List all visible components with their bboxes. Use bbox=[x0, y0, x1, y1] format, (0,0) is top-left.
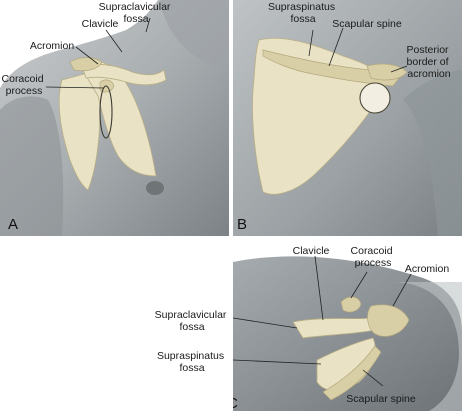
leader-coracoid bbox=[350, 271, 368, 299]
panel-c-illustration: Clavicle Coracoid process Acromion Scapu… bbox=[233, 245, 462, 411]
label-posterior-border-acromion: Posterior border of acromion bbox=[407, 44, 452, 80]
leader-supraspinatus bbox=[308, 29, 314, 57]
label-scapular-spine: Scapular spine bbox=[332, 18, 402, 30]
neck-shadow bbox=[160, 0, 229, 70]
leader-posterior-border bbox=[390, 65, 408, 73]
leader-supraclavicular bbox=[145, 17, 151, 33]
clavicle-bone bbox=[81, 64, 167, 86]
leader-spine bbox=[328, 27, 344, 67]
leader-supraspinatus bbox=[233, 359, 322, 365]
arm-contour bbox=[403, 70, 462, 236]
leader-clavicle bbox=[105, 29, 123, 53]
nipple bbox=[146, 181, 164, 195]
leader-acromion bbox=[392, 273, 412, 307]
arm-skin bbox=[0, 96, 64, 236]
leader-spine bbox=[362, 369, 384, 387]
label-coracoid-process: Coracoid process bbox=[2, 73, 47, 97]
shoulder-cap bbox=[393, 282, 462, 411]
leader-supraclavicular bbox=[233, 317, 298, 329]
panel-letter-a: A bbox=[8, 216, 18, 233]
panel-letter-b: B bbox=[237, 216, 247, 233]
acromion-bone bbox=[367, 304, 410, 337]
panel-b-posterior-view: Supraspinatus fossa Scapular spine Poste… bbox=[233, 0, 462, 236]
label-supraclavicular-fossa: Supraclavicular fossa bbox=[99, 1, 174, 25]
humeral-head bbox=[359, 82, 391, 114]
label-acromion: Acromion bbox=[405, 263, 450, 275]
label-acromion: Acromion bbox=[30, 40, 75, 52]
label-c-supraclavicular-fossa: Supraclavicular fossa bbox=[155, 309, 230, 333]
coracoid-bone bbox=[340, 296, 362, 313]
leader-clavicle bbox=[314, 255, 324, 321]
leader-coracoid bbox=[45, 86, 105, 89]
panel-letter-c: C bbox=[233, 395, 238, 411]
glenoid-ring bbox=[99, 85, 113, 139]
panel-b-illustration: Supraspinatus fossa Scapular spine Poste… bbox=[233, 0, 462, 236]
panel-c-left-labels: Supraclavicular fossa Supraspinatus foss… bbox=[155, 309, 230, 374]
label-scapular-spine: Scapular spine bbox=[346, 393, 416, 405]
leader-acromion bbox=[75, 46, 99, 65]
scapular-spine-bone bbox=[322, 345, 382, 401]
label-coracoid-process: Coracoid process bbox=[351, 245, 396, 269]
panel-c-superior-view: Clavicle Coracoid process Acromion Scapu… bbox=[233, 242, 462, 411]
label-supraspinatus-fossa: Supraspinatus fossa bbox=[268, 1, 338, 25]
label-c-supraspinatus-fossa: Supraspinatus fossa bbox=[157, 350, 227, 374]
label-clavicle: Clavicle bbox=[82, 18, 119, 30]
label-clavicle: Clavicle bbox=[293, 245, 330, 257]
panel-a-anterior-view: Supraclavicular fossa Clavicle Acromion … bbox=[0, 0, 229, 236]
panel-a-illustration: Supraclavicular fossa Clavicle Acromion … bbox=[0, 0, 229, 236]
acromion-bone bbox=[366, 63, 408, 81]
